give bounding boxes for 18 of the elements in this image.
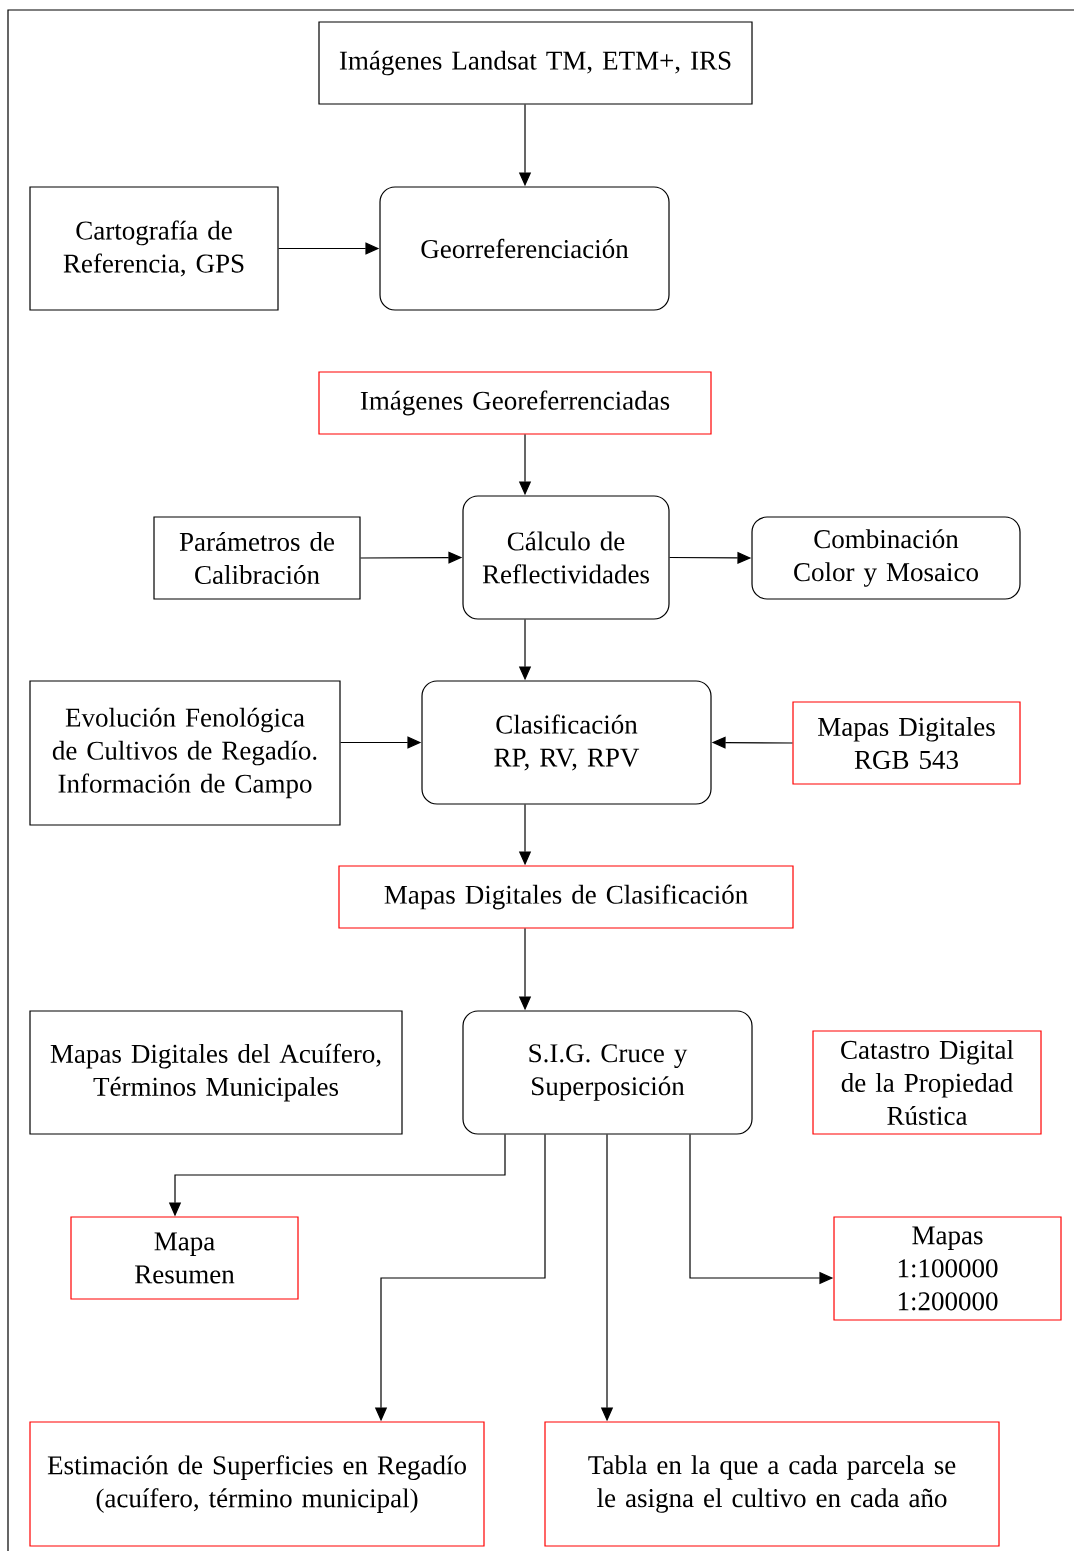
rounded-box: Combinación Color y Mosaico bbox=[751, 516, 1021, 600]
rounded-box: Georreferenciación bbox=[379, 186, 670, 311]
box: Mapas 1:100000 1:200000 bbox=[833, 1216, 1062, 1321]
box: Imágenes Landsat TM, ETM+, IRS bbox=[318, 21, 753, 105]
box: Cartografía de Referencia, GPS bbox=[29, 186, 279, 311]
box: Mapa Resumen bbox=[70, 1216, 299, 1300]
box: Tabla en la que a cada parcela se le asigna el cultivo en cada año bbox=[544, 1421, 1000, 1547]
rounded-box: Cálculo de Reflectividades bbox=[462, 495, 670, 620]
box: Estimación de Superficies en Regadío (acuífero, término municipal) bbox=[29, 1421, 485, 1547]
box: Mapas Digitales RGB 543 bbox=[792, 701, 1021, 785]
rounded-box: S.I.G. Cruce y Superposición bbox=[462, 1010, 753, 1135]
box: Catastro Digital de la Propiedad Rústica bbox=[812, 1030, 1042, 1135]
box: Evolución Fenológica de Cultivos de Regadío. Información de Campo bbox=[29, 680, 341, 826]
box: Parámetros de Calibración bbox=[153, 516, 361, 600]
rounded-box: Clasificación RP, RV, RPV bbox=[421, 680, 712, 805]
box: Mapas Digitales de Clasificación bbox=[338, 865, 794, 929]
box: Mapas Digitales del Acuífero, Términos Municipales bbox=[29, 1010, 403, 1135]
box: Imágenes Georeferrenciadas bbox=[318, 371, 712, 435]
